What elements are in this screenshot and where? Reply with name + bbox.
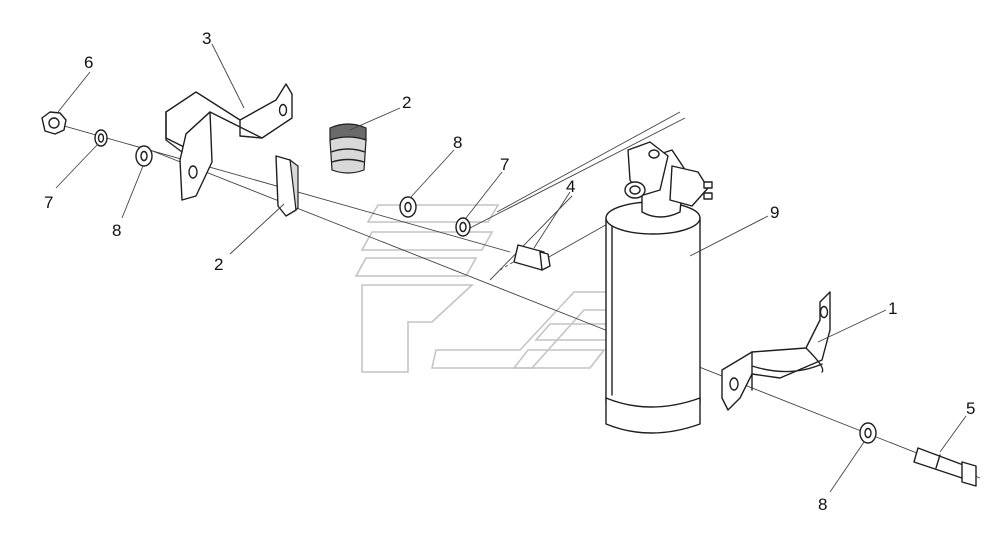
callout-8-right: 8: [818, 495, 827, 514]
callout-1: 1: [888, 299, 897, 318]
callout-3: 3: [202, 29, 211, 48]
leader-7-left: [55, 143, 99, 189]
receiver-drier-part-9: [605, 141, 713, 434]
leader-8-middle: [409, 149, 455, 199]
rubber-pad-part-2-lower: [275, 155, 299, 217]
callout-8-middle: 8: [453, 133, 462, 152]
bracket-part-3: [165, 83, 293, 201]
flat-washer-part-8-left: [135, 145, 153, 167]
spring-washer-part-7-left: [94, 129, 108, 147]
leader-7-right: [465, 171, 503, 219]
guide-line-a: [496, 111, 681, 213]
leader-8-left: [121, 165, 144, 219]
clamp-part-1: [721, 291, 831, 411]
callout-labels: 6 7 8 3 2 2 8 7 4 9 1 5 8: [44, 29, 975, 514]
leader-9: [689, 215, 769, 257]
flat-washer-part-8-right: [859, 422, 877, 444]
guide-line-b: [469, 117, 686, 229]
callout-4: 4: [566, 177, 575, 196]
callout-2-lower: 2: [214, 255, 223, 274]
callout-6: 6: [84, 53, 93, 72]
watermark-logo: [354, 204, 638, 373]
callout-7-left: 7: [44, 193, 53, 212]
callout-9: 9: [770, 203, 779, 222]
callout-8-left: 8: [112, 221, 121, 240]
leader-2-lower: [229, 203, 285, 255]
leader-4: [533, 191, 571, 249]
leader-6: [57, 71, 91, 113]
leader-5: [939, 415, 967, 453]
leader-2-upper: [349, 107, 401, 131]
leader-8-right: [829, 441, 865, 493]
hex-nut-part-6: [41, 111, 67, 135]
spring-washer-part-7-right: [455, 217, 471, 237]
callout-5: 5: [966, 399, 975, 418]
leader-lines: [55, 43, 967, 493]
bolt-part-5: [913, 447, 977, 487]
bolt-part-4: [513, 244, 551, 271]
callout-2-upper: 2: [402, 93, 411, 112]
rubber-pad-part-2-upper: [329, 123, 367, 174]
flat-washer-part-8-middle: [399, 196, 417, 218]
leader-1: [817, 309, 887, 343]
callout-7-right: 7: [500, 155, 509, 174]
leader-3: [211, 43, 245, 109]
